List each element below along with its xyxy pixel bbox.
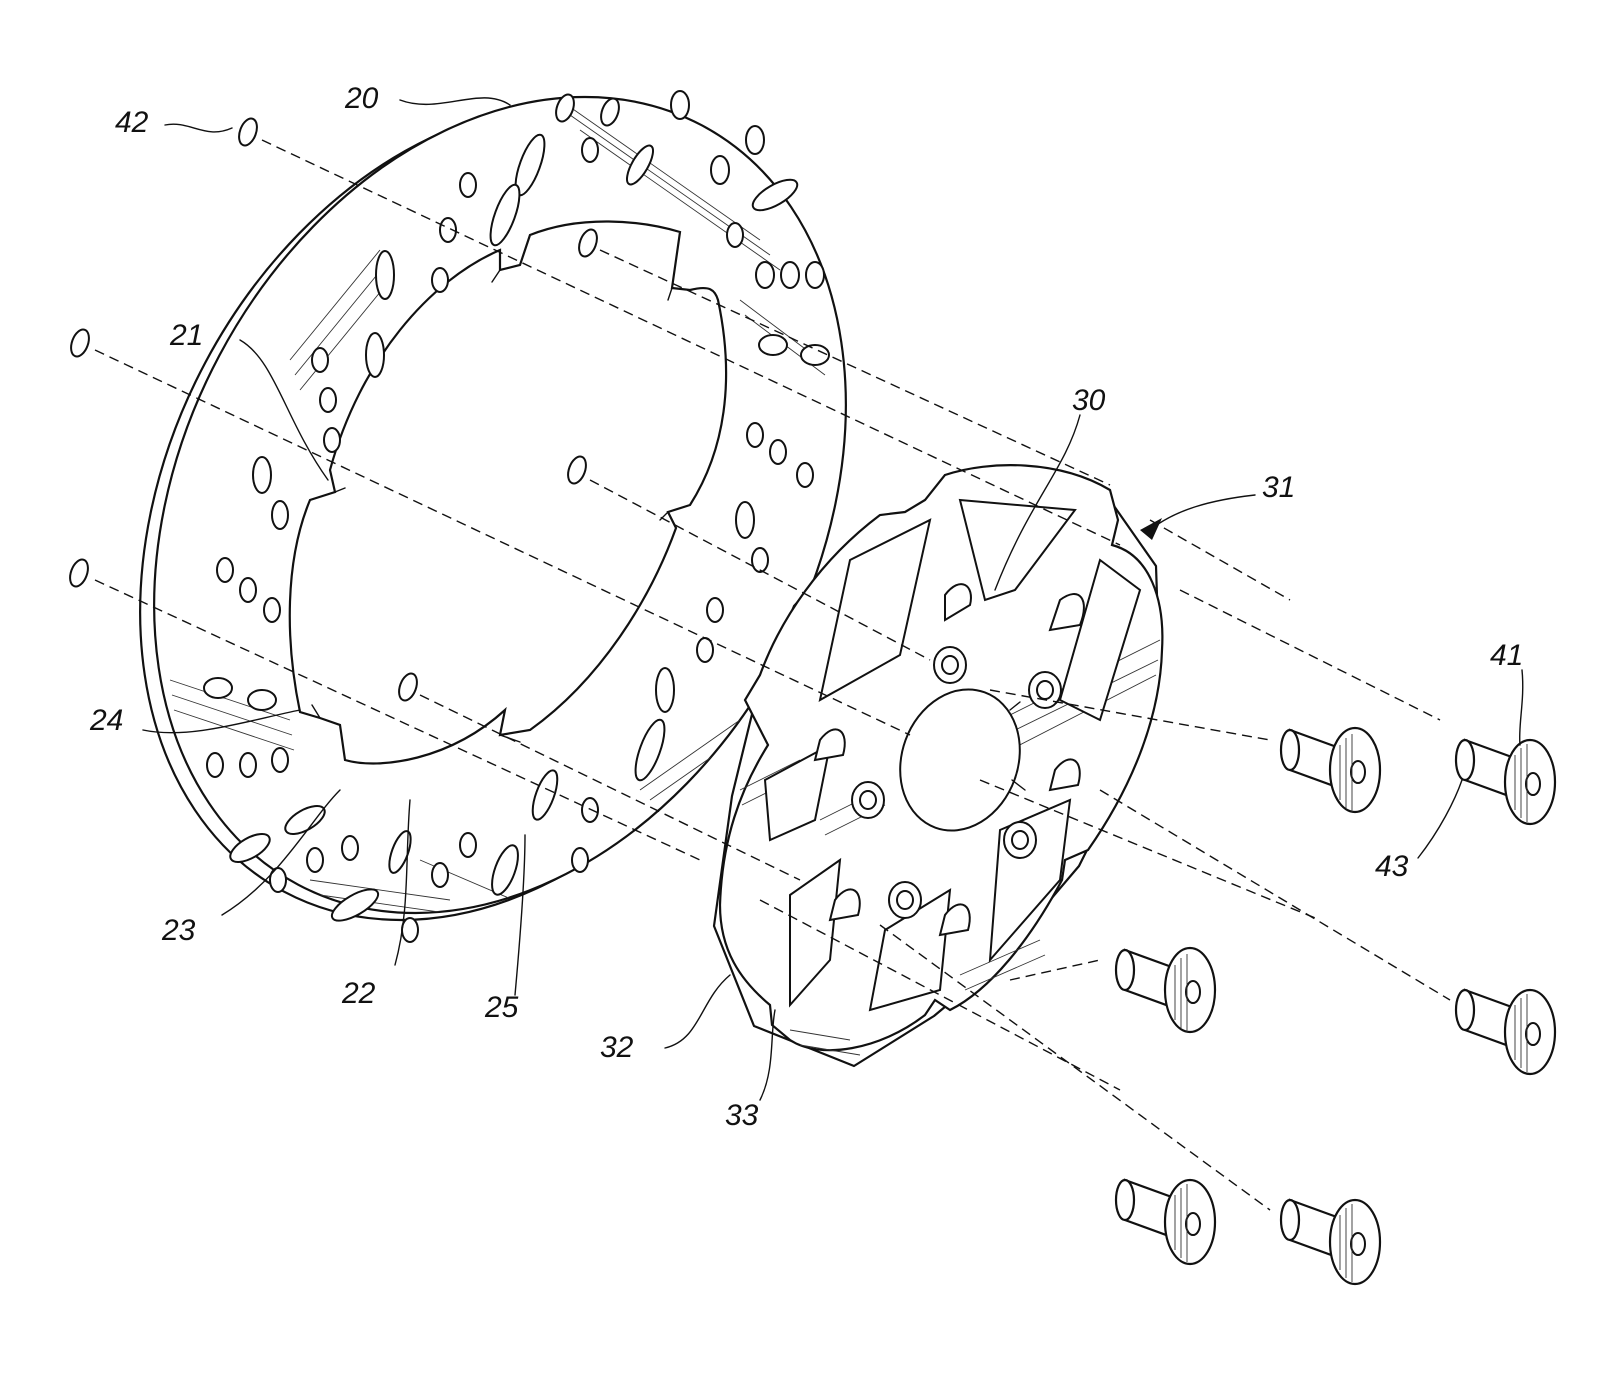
- carrier-windows: [763, 498, 1142, 1012]
- bolts: [1114, 726, 1557, 1286]
- rotor-carrier: [712, 464, 1164, 1068]
- ref-21: 21: [169, 319, 203, 352]
- ref-25: 25: [484, 991, 519, 1024]
- ref-31: 31: [1262, 471, 1295, 504]
- bolt-6: [1279, 1198, 1382, 1286]
- ref-43: 43: [1375, 850, 1409, 883]
- bolt-2: [1454, 738, 1557, 826]
- bolt-4: [1454, 988, 1557, 1076]
- rotor-inner-cutout: [288, 220, 728, 765]
- rotor-hatching: [169, 99, 826, 921]
- ref-24: 24: [89, 704, 123, 737]
- ref-42: 42: [115, 106, 149, 139]
- rotor-vent-holes: [203, 90, 830, 943]
- ref-32: 32: [600, 1031, 634, 1064]
- bolt-1: [1279, 726, 1382, 814]
- brake-rotor: [139, 90, 847, 943]
- carrier-center-bore: [899, 688, 1021, 832]
- ref-23: 23: [161, 914, 196, 947]
- rings: [69, 117, 598, 702]
- ref-30: 30: [1072, 384, 1106, 417]
- ref-41: 41: [1490, 639, 1523, 672]
- leader-lines: [142, 97, 1524, 1101]
- ref-22: 22: [341, 977, 376, 1010]
- ref-33: 33: [725, 1099, 759, 1132]
- arrow-head-31: [1140, 518, 1162, 540]
- carrier-bore-keys: [1009, 701, 1026, 791]
- bolt-5: [1114, 1178, 1217, 1266]
- bolt-3: [1114, 946, 1217, 1034]
- assembly-axes: [94, 139, 1451, 1211]
- carrier-bolt-holes: [851, 646, 1062, 919]
- carrier-small-holes: [813, 583, 1085, 937]
- ref-20: 20: [344, 82, 379, 115]
- reference-numerals: 20 21 22 23 24 25 30 31 32 33 41 42 43: [89, 82, 1523, 1132]
